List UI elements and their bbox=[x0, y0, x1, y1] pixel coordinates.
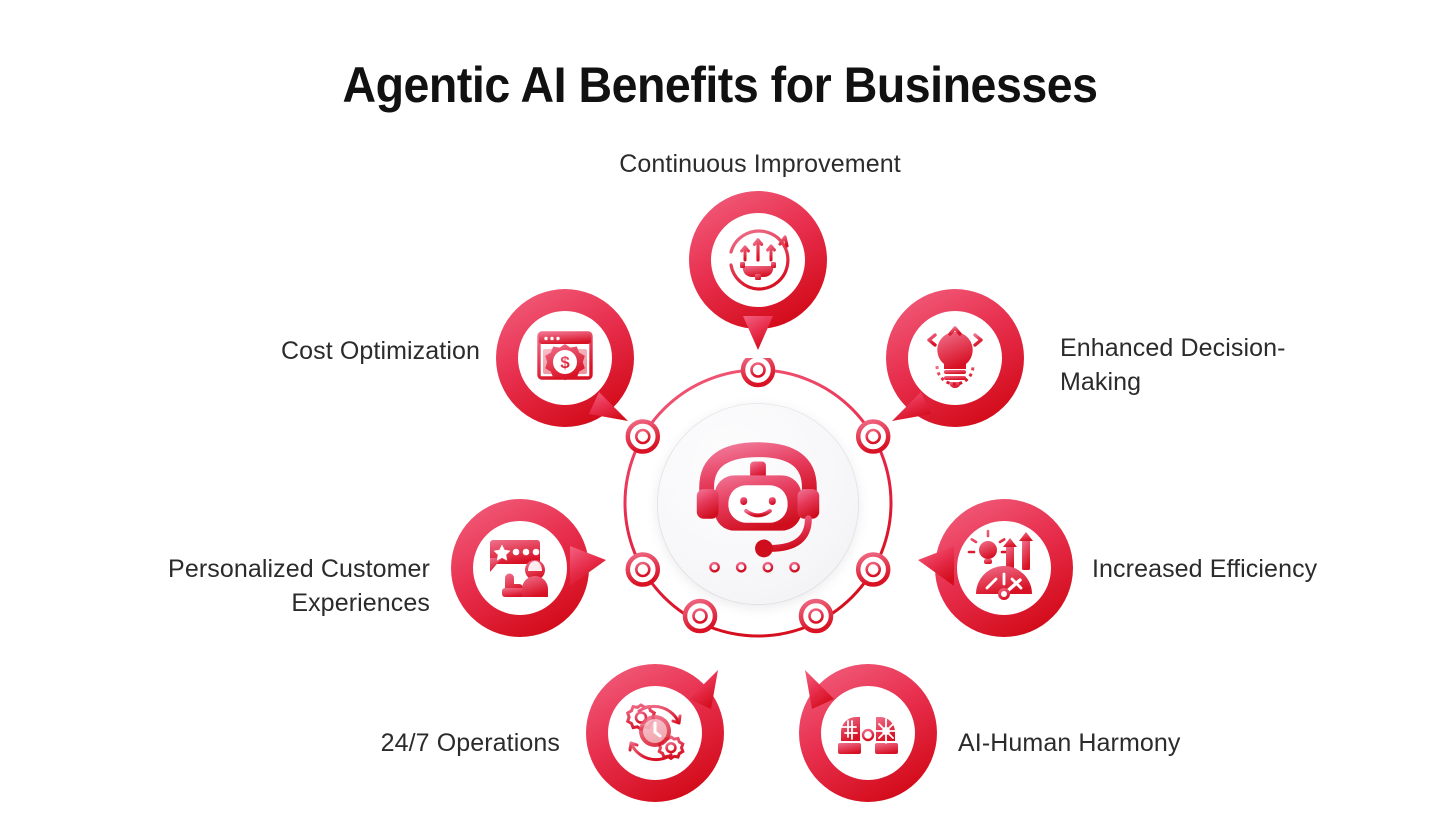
two-brains-icon bbox=[838, 717, 898, 754]
benefit-pin-enhanced-decision-making[interactable] bbox=[885, 288, 1025, 428]
benefit-pin-personalized-customer-experiences[interactable] bbox=[450, 498, 606, 638]
hub-connector-ring bbox=[613, 352, 903, 648]
page-title: Agentic AI Benefits for Businesses bbox=[342, 57, 1098, 113]
gear-up-arrows-icon bbox=[729, 229, 790, 291]
benefit-pin-cost-optimization[interactable]: $ bbox=[495, 288, 635, 428]
svg-text:$: $ bbox=[560, 353, 570, 372]
benefit-label-247-operations: 24/7 Operations bbox=[380, 729, 560, 757]
benefit-pin-ai-human-harmony[interactable] bbox=[798, 663, 938, 803]
benefit-label-continuous-improvement: Continuous Improvement bbox=[619, 150, 901, 178]
chatbot-headset-icon bbox=[679, 424, 837, 582]
ring-node-group bbox=[625, 352, 891, 634]
browser-gear-dollar-icon: $ bbox=[537, 331, 593, 381]
speedometer-bulb-arrows-icon bbox=[967, 529, 1033, 600]
gears-clock-cycle-icon bbox=[625, 703, 685, 762]
benefit-pin-increased-efficiency[interactable] bbox=[918, 498, 1074, 638]
lightbulb-decision-tree-icon bbox=[927, 325, 983, 388]
benefit-pin-247-operations[interactable] bbox=[585, 663, 725, 803]
benefit-label-cost-optimization: Cost Optimization bbox=[281, 337, 480, 365]
benefit-pin-continuous-improvement[interactable] bbox=[688, 190, 828, 350]
benefit-label-increased-efficiency: Increased Efficiency bbox=[1092, 555, 1318, 583]
benefit-label-personalized-customer-experiences: Personalized Customer Experiences bbox=[168, 555, 430, 617]
star-rating-person-touch-icon bbox=[490, 540, 548, 597]
benefit-label-ai-human-harmony: AI-Human Harmony bbox=[958, 729, 1181, 757]
benefit-label-enhanced-decision-making: Enhanced Decision- Making bbox=[1060, 334, 1286, 396]
